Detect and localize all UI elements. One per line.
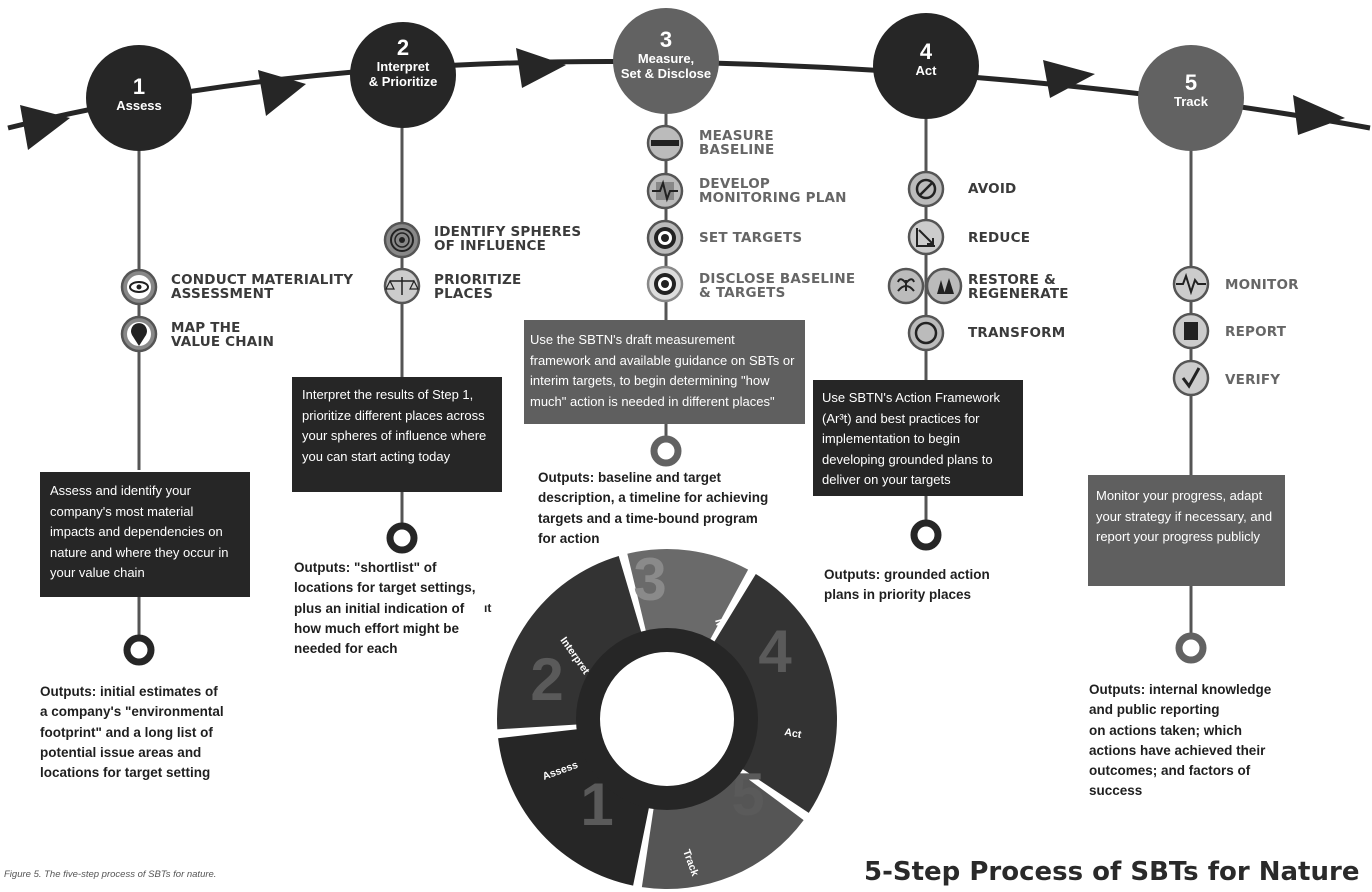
cycle-segment-4	[711, 574, 837, 813]
ruler-icon	[646, 124, 684, 162]
cycle-segment-3	[627, 549, 749, 644]
step-4-description: Use SBTN's Action Framework (Ar³t) and b…	[813, 380, 1023, 496]
map-pin-icon	[120, 315, 158, 353]
step-2-label: 2 Interpret & Prioritize	[343, 35, 463, 90]
cycle-label-4: Act	[783, 726, 802, 741]
step-2-number: 2	[396, 35, 410, 60]
disclose-icon	[646, 265, 684, 303]
step-1-number: 1	[132, 74, 146, 99]
output-node	[650, 435, 682, 467]
monitoring-icon	[646, 172, 684, 210]
step-3-name-line1: Measure,	[637, 51, 695, 67]
cycle-segment-2	[497, 556, 643, 730]
checkmark-icon	[1172, 359, 1210, 397]
restore-icon	[887, 267, 963, 305]
figure-caption: Figure 5. The five-step process of SBTs …	[4, 869, 217, 880]
cycle-inner-ring	[576, 628, 758, 810]
step-2-name-line2: & Prioritize	[368, 74, 438, 90]
timeline-arrow	[258, 70, 306, 116]
cycle-number-2: 2	[530, 646, 563, 713]
cycle-number-3: 3	[633, 546, 666, 613]
step-2-circle	[350, 22, 456, 128]
step-3-circle	[613, 8, 719, 114]
action-label: TRANSFORM	[968, 325, 1066, 341]
step-5-label: 5 Track	[1151, 70, 1231, 110]
step-3-name-line2: Set & Disclose	[620, 66, 712, 82]
timeline-arrow	[1293, 95, 1345, 135]
scales-icon	[383, 267, 421, 305]
output-node	[123, 634, 155, 666]
step-4-label: 4 Act	[886, 39, 966, 79]
output-node	[386, 522, 418, 554]
step-5-number: 5	[1184, 70, 1198, 95]
timeline-arrow	[20, 105, 70, 150]
step-4-number: 4	[919, 39, 933, 64]
avoid-icon	[907, 170, 945, 208]
step-3-number: 3	[659, 27, 673, 52]
action-label: RESTORE &REGENERATE	[968, 272, 1069, 303]
action-label: SET TARGETS	[699, 230, 803, 246]
page-title: 5-Step Process of SBTs for Nature	[864, 857, 1360, 887]
step-1-description: Assess and identify your company's most …	[40, 472, 250, 597]
action-label: REPORT	[1225, 324, 1287, 340]
action-label: MONITOR	[1225, 277, 1299, 293]
step-2-name-line1: Interpret	[376, 59, 430, 75]
timeline-arrow	[516, 48, 566, 88]
step-1-label: 1 Assess	[99, 74, 179, 114]
target-rings-icon	[383, 221, 421, 259]
step-1-circle	[86, 45, 192, 151]
reduce-icon	[907, 218, 945, 256]
step-3-label: 3 Measure, Set & Disclose	[606, 27, 726, 82]
eye-icon	[120, 268, 158, 306]
action-label: AVOID	[968, 181, 1017, 197]
step-5-circle	[1138, 45, 1244, 151]
step-1-name: Assess	[116, 98, 162, 114]
cycle-center	[607, 659, 727, 779]
transform-icon	[907, 314, 945, 352]
action-label: VERIFY	[1225, 372, 1281, 388]
action-label: DISCLOSE BASELINE& TARGETS	[699, 271, 856, 302]
step-4-circle	[873, 13, 979, 119]
pulse-icon	[1172, 265, 1210, 303]
output-node	[910, 519, 942, 551]
output-node	[1175, 632, 1207, 664]
stray-glyph: ıt	[484, 601, 492, 615]
step-3-description: Use the SBTN's draft measurement framewo…	[524, 320, 805, 424]
report-icon	[1172, 312, 1210, 350]
cycle-segment-5	[641, 770, 804, 889]
step-2-description: Interpret the results of Step 1, priorit…	[292, 377, 502, 492]
bullseye-icon	[646, 219, 684, 257]
timeline-arrow	[1043, 60, 1095, 98]
action-label: REDUCE	[968, 230, 1031, 246]
cycle-segment-1	[498, 728, 650, 886]
step-5-description: Monitor your progress, adapt your strate…	[1088, 475, 1285, 586]
cycle-number-4: 4	[758, 618, 792, 685]
step-4-name: Act	[915, 63, 937, 79]
step-5-name: Track	[1174, 94, 1208, 110]
